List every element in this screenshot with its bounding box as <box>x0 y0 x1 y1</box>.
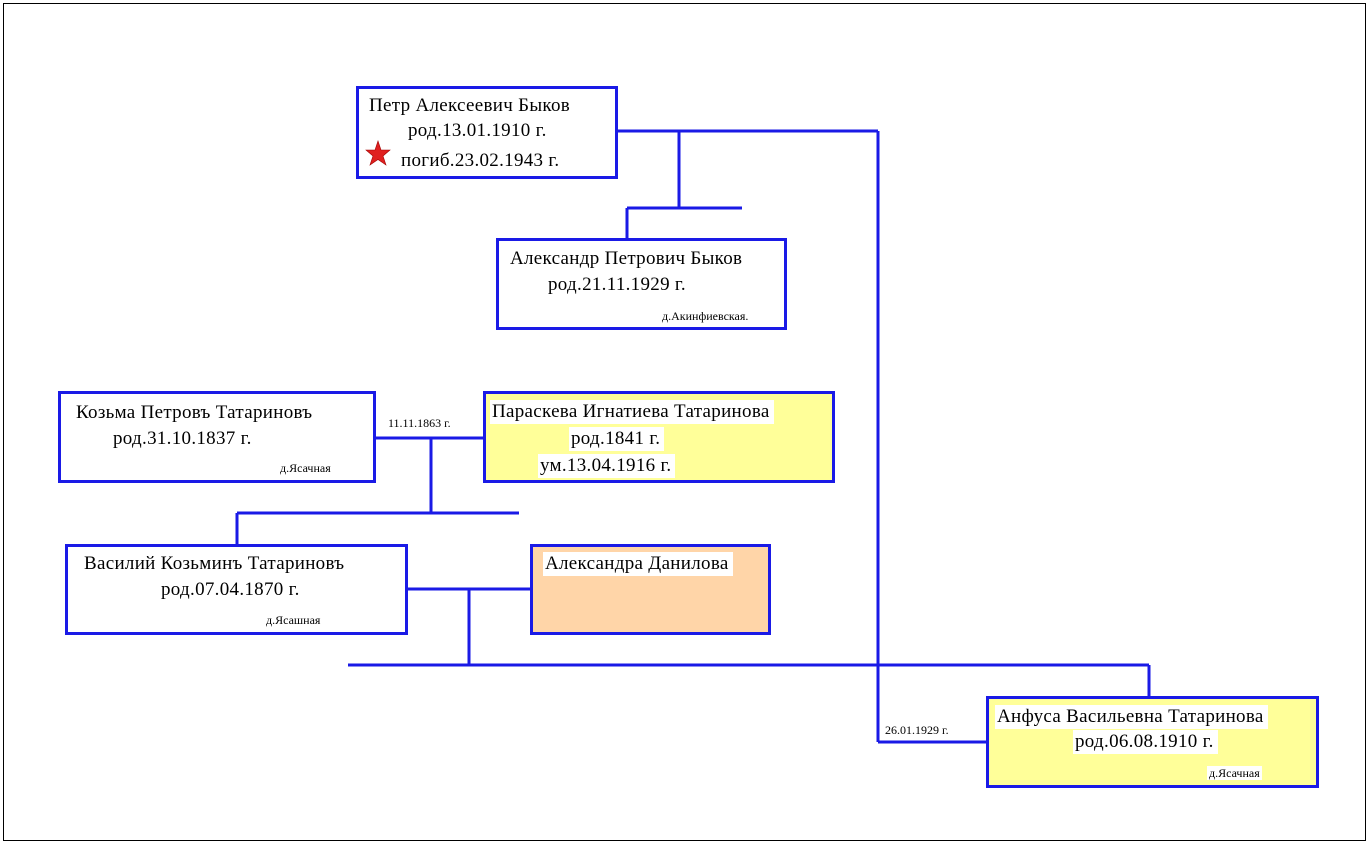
person-place: д.Ясачная <box>1207 766 1262 780</box>
marriage-date-petr-anfusa: 26.01.1929 г. <box>885 723 949 737</box>
person-name: Александр Петрович Быков <box>510 248 743 269</box>
marriage-date-kozma-paraskeva: 11.11.1863 г. <box>388 416 451 430</box>
person-alexandr-bykov[interactable]: Александр Петрович Быков род.21.11.1929 … <box>496 238 787 330</box>
person-birth: род.1841 г. <box>569 427 665 451</box>
person-birth: род.13.01.1910 г. <box>408 120 547 141</box>
person-place: д.Акинфиевская. <box>662 309 749 323</box>
person-vasily-tatarinov[interactable]: Василий Козьминъ Татариновъ род.07.04.18… <box>65 544 408 635</box>
person-name: Петр Алексеевич Быков <box>369 95 571 116</box>
person-death: ум.13.04.1916 г. <box>538 454 676 478</box>
person-place: д.Ясачная <box>280 461 331 475</box>
person-birth: род.06.08.1910 г. <box>1073 730 1218 754</box>
person-name: Козьма Петровъ Татариновъ <box>76 402 313 423</box>
person-paraskeva-tatarinova[interactable]: Параскева Игнатиева Татаринова род.1841 … <box>483 391 835 483</box>
person-birth: род.21.11.1929 г. <box>548 274 686 295</box>
person-name: Василий Козьминъ Татариновъ <box>84 553 345 574</box>
red-star-icon <box>365 140 391 166</box>
person-name: Анфуса Васильевна Татаринова <box>995 705 1268 729</box>
person-birth: род.31.10.1837 г. <box>113 428 252 449</box>
person-name: Александра Данилова <box>543 552 733 576</box>
person-death: погиб.23.02.1943 г. <box>401 150 560 171</box>
person-alexandra-danilova[interactable]: Александра Данилова <box>530 544 771 635</box>
person-petr-bykov[interactable]: Петр Алексеевич Быков род.13.01.1910 г. … <box>356 86 618 179</box>
person-name: Параскева Игнатиева Татаринова <box>490 400 774 424</box>
page-frame <box>3 3 1366 841</box>
person-kozma-tatarinov[interactable]: Козьма Петровъ Татариновъ род.31.10.1837… <box>58 391 376 483</box>
person-place: д.Ясашная <box>266 613 321 627</box>
person-birth: род.07.04.1870 г. <box>161 579 300 600</box>
person-anfusa-tatarinova[interactable]: Анфуса Васильевна Татаринова род.06.08.1… <box>986 696 1319 788</box>
